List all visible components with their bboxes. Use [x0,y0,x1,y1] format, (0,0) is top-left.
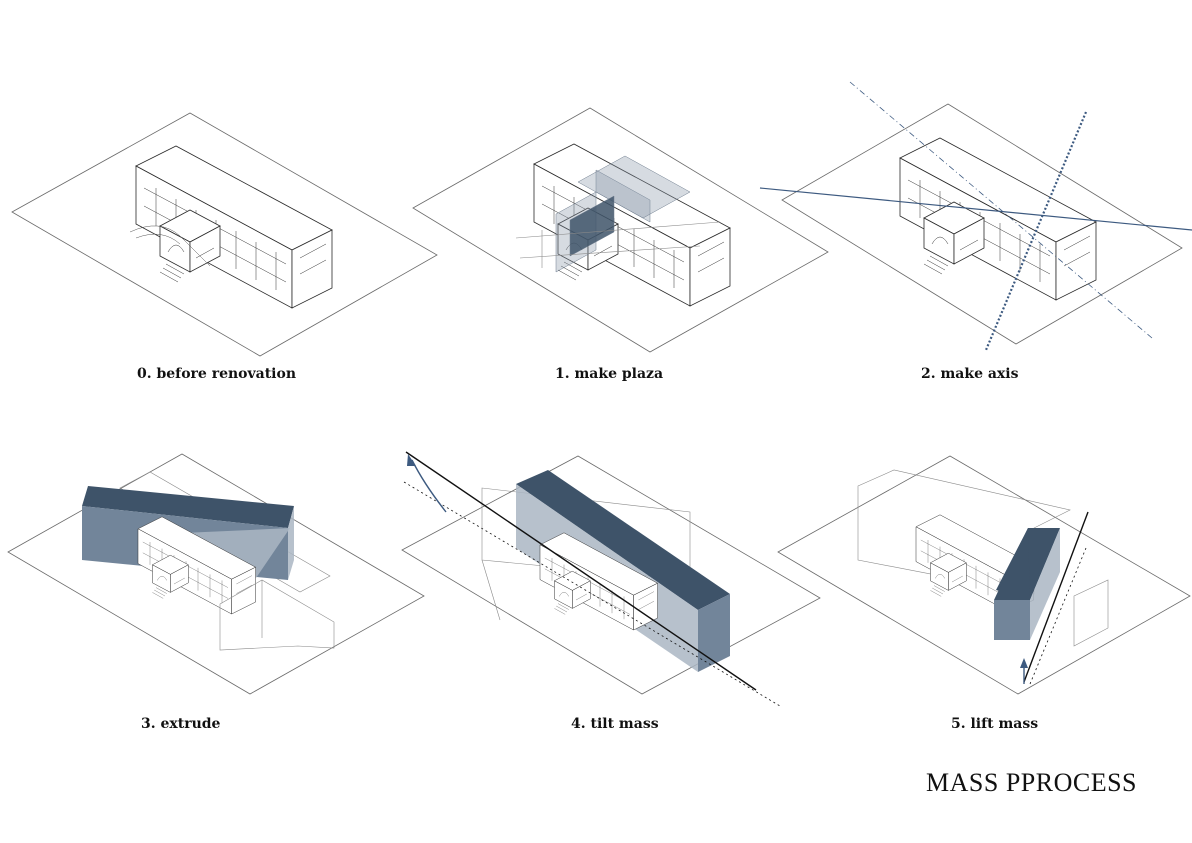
site-plane [7,453,425,695]
panel-make-axis [759,81,1192,351]
tilted-mass-top [516,470,730,610]
step-label-4: 4. tilt mass [571,716,659,732]
existing-building [899,137,1097,301]
lifted-mass-front [994,600,1030,640]
step-label-2: 2. make axis [921,366,1019,382]
step-label-5: 5. lift mass [951,716,1039,732]
step-label-0: 0. before renovation [137,366,297,382]
panel-make-plaza [412,107,829,353]
ghost-box-right [1073,579,1109,647]
plaza-plane-c [577,155,691,219]
lift-axis-line [1023,511,1089,683]
panel-before-renovation [11,112,438,357]
plaza-plane-d [569,195,615,257]
tilted-mass-end [698,594,730,672]
panel-tilt-mass [401,451,821,707]
axis-line-dashdot [849,81,1153,339]
axis-line-horizontal [759,187,1192,231]
extruded-mass-end [288,506,294,580]
existing-building [135,145,333,309]
lifted-mass-side [1030,528,1060,640]
extruded-mass-top [82,486,294,528]
step-label-3: 3. extrude [141,716,221,732]
tilt-axis-line [405,451,757,691]
site-plane [11,112,438,357]
panel-extrude [7,453,425,695]
landscape-stairs [129,225,211,267]
diagram-title: MASS PPROCESS [926,768,1137,797]
axis-line-diagonal-dotted [984,111,1088,351]
site-plane [781,103,1183,345]
plaza-guide-lines [515,221,721,268]
site-plane [412,107,829,353]
site-plane [777,455,1191,695]
panel-lift-mass [777,455,1191,695]
step-label-1: 1. make plaza [555,366,664,382]
